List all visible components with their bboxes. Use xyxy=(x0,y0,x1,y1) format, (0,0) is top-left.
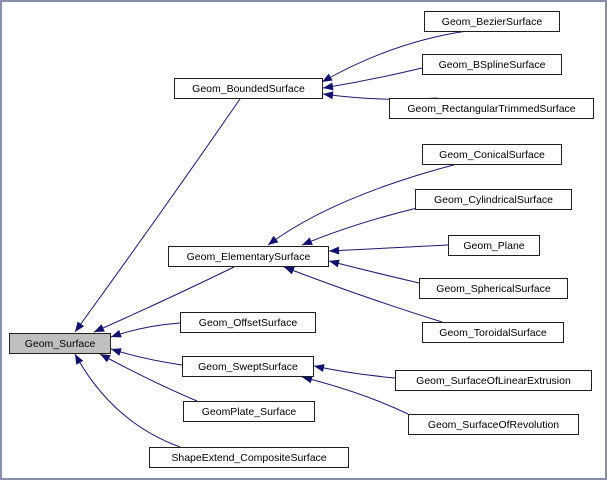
class-node-label: Geom_Surface xyxy=(25,338,96,350)
arrowhead-composite-to-surface xyxy=(75,354,84,365)
class-node-label: Geom_BoundedSurface xyxy=(192,83,305,95)
arrowhead-toroidal-to-elementary xyxy=(284,266,295,275)
edge-plate-to-surface xyxy=(99,353,198,402)
class-node-box xyxy=(419,278,568,299)
arrowhead-elementary-to-surface xyxy=(94,324,105,332)
class-node-geom-plate-surface[interactable]: GeomPlate_Surface xyxy=(183,401,315,422)
class-node-box xyxy=(422,322,564,343)
arrowhead-cylindrical-to-elementary xyxy=(302,237,313,245)
arrowhead-bezier-to-bounded xyxy=(322,73,333,82)
class-node-label: Geom_RectangularTrimmedSurface xyxy=(407,103,575,115)
class-node-box xyxy=(168,246,329,267)
arrowhead-offset-to-surface xyxy=(111,329,122,338)
class-node-box xyxy=(9,333,111,354)
arrowhead-plane-to-elementary xyxy=(329,246,340,255)
class-node-label: Geom_SurfaceOfRevolution xyxy=(428,419,559,431)
class-node-label: Geom_ToroidalSurface xyxy=(439,327,547,339)
class-node-geom-swept-surface[interactable]: Geom_SweptSurface xyxy=(182,356,314,377)
class-node-label: Geom_ConicalSurface xyxy=(439,149,545,161)
class-node-geom-offset-surface[interactable]: Geom_OffsetSurface xyxy=(180,312,316,333)
edge-linext-to-swept xyxy=(313,365,396,379)
edge-bezier-to-bounded xyxy=(321,30,468,83)
class-node-box xyxy=(408,414,579,435)
edge-offset-to-surface xyxy=(110,322,181,338)
edge-composite-to-surface xyxy=(74,353,181,448)
arrowhead-linext-to-swept xyxy=(314,364,325,372)
edge-bounded-to-surface xyxy=(74,98,241,333)
class-node-geom-toroidal-surface[interactable]: Geom_ToroidalSurface xyxy=(422,322,564,343)
class-node-geom-elementary-surface[interactable]: Geom_ElementarySurface xyxy=(168,246,329,267)
class-node-geom-surface-of-revolution[interactable]: Geom_SurfaceOfRevolution xyxy=(408,414,579,435)
class-node-label: ShapeExtend_CompositeSurface xyxy=(171,452,326,464)
class-node-label: Geom_SweptSurface xyxy=(198,361,298,373)
arrowhead-revolution-to-swept xyxy=(302,375,313,384)
arrowhead-swept-to-surface xyxy=(111,348,122,356)
class-node-box xyxy=(422,144,562,165)
class-node-geom-cylindrical-surface[interactable]: Geom_CylindricalSurface xyxy=(415,189,572,210)
arrowhead-rtrimmed-to-bounded xyxy=(323,91,334,100)
class-node-label: Geom_Plane xyxy=(463,240,524,252)
class-node-geom-surface[interactable]: Geom_Surface xyxy=(9,333,111,354)
edge-revolution-to-swept xyxy=(301,376,409,415)
nodes-layer: Geom_Surface Geom_BoundedSurface Geom_Bezi… xyxy=(9,11,594,468)
class-node-box xyxy=(149,447,349,468)
arrowhead-conical-to-elementary xyxy=(268,235,279,245)
edge-elementary-to-surface xyxy=(93,266,235,333)
class-node-shape-extend-composite-surface[interactable]: ShapeExtend_CompositeSurface xyxy=(149,447,349,468)
class-node-geom-surface-of-linear-extrusion[interactable]: Geom_SurfaceOfLinearExtrusion xyxy=(395,370,592,391)
class-node-box xyxy=(422,54,562,75)
arrowhead-bounded-to-surface xyxy=(75,321,85,332)
class-node-geom-spherical-surface[interactable]: Geom_SphericalSurface xyxy=(419,278,568,299)
class-node-label: Geom_SphericalSurface xyxy=(436,283,551,295)
edge-spherical-to-elementary xyxy=(328,260,420,284)
arrowhead-bspline-to-bounded xyxy=(323,82,334,91)
arrowhead-plate-to-surface xyxy=(100,354,111,363)
edge-conical-to-elementary xyxy=(267,163,458,246)
class-node-label: Geom_BezierSurface xyxy=(442,16,543,28)
class-node-label: GeomPlate_Surface xyxy=(202,406,297,418)
edge-bspline-to-bounded xyxy=(322,67,423,89)
edge-swept-to-surface xyxy=(110,348,183,366)
class-node-geom-bounded-surface[interactable]: Geom_BoundedSurface xyxy=(174,78,323,99)
class-node-box xyxy=(415,189,572,210)
edge-cylindrical-to-elementary xyxy=(301,207,418,246)
edge-toroidal-to-elementary xyxy=(283,266,443,323)
class-node-box xyxy=(395,370,592,391)
class-node-box xyxy=(174,78,323,99)
class-node-box xyxy=(180,312,316,333)
class-node-geom-bspline-surface[interactable]: Geom_BSplineSurface xyxy=(422,54,562,75)
class-node-box xyxy=(183,401,315,422)
class-node-geom-conical-surface[interactable]: Geom_ConicalSurface xyxy=(422,144,562,165)
class-node-label: Geom_OffsetSurface xyxy=(199,317,298,329)
class-node-label: Geom_CylindricalSurface xyxy=(434,194,553,206)
class-node-label: Geom_BSplineSurface xyxy=(439,59,546,71)
class-node-box xyxy=(182,356,314,377)
class-node-geom-rectangular-trimmed-surface[interactable]: Geom_RectangularTrimmedSurface xyxy=(389,98,594,119)
arrowhead-spherical-to-elementary xyxy=(329,259,340,268)
class-node-label: Geom_SurfaceOfLinearExtrusion xyxy=(416,375,571,387)
edge-plane-to-elementary xyxy=(328,244,449,252)
class-node-geom-bezier-surface[interactable]: Geom_BezierSurface xyxy=(424,11,560,32)
class-node-label: Geom_ElementarySurface xyxy=(187,251,311,263)
class-node-geom-plane[interactable]: Geom_Plane xyxy=(448,235,540,256)
class-node-box xyxy=(389,98,594,119)
class-node-box xyxy=(424,11,560,32)
class-node-box xyxy=(448,235,540,256)
